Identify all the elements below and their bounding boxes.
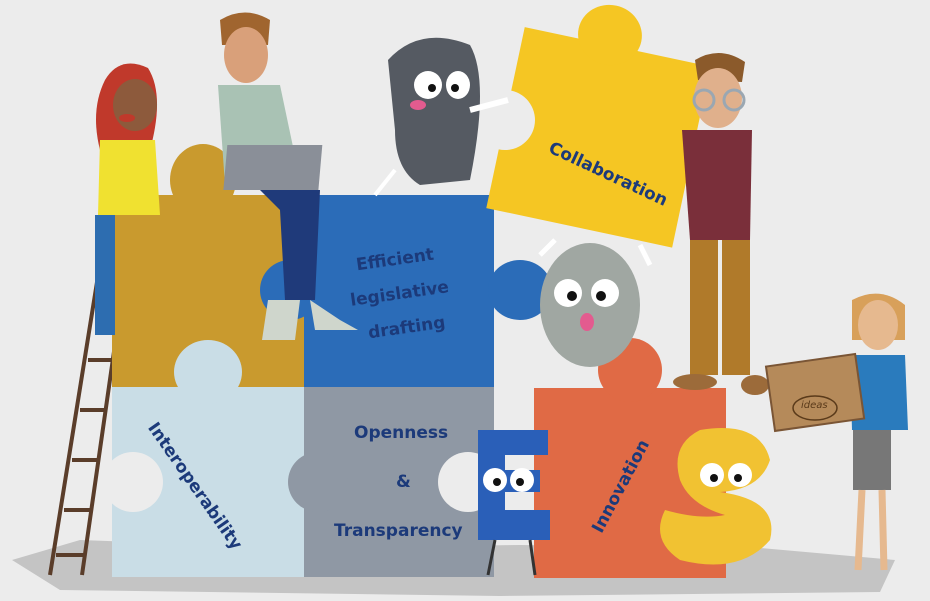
woman-with-box-character bbox=[764, 293, 908, 571]
blue-e-character bbox=[478, 430, 550, 576]
lightblue-puzzle-piece bbox=[103, 340, 304, 577]
woman-on-ladder-character bbox=[95, 63, 160, 335]
ideas-box-label: ideas bbox=[801, 400, 828, 411]
openness-ampersand: & bbox=[396, 472, 411, 492]
grey-puzzle-piece bbox=[288, 387, 498, 577]
yellow-puzzle-piece bbox=[474, 4, 711, 248]
openness-label-line2: Transparency bbox=[334, 521, 463, 541]
blue-puzzle-piece bbox=[304, 195, 552, 387]
openness-label-line1: Openness bbox=[354, 423, 449, 443]
grey-round-character bbox=[538, 238, 653, 367]
yellow-s-character bbox=[660, 428, 772, 565]
man-with-laptop-character bbox=[218, 12, 358, 340]
grey-letter-character bbox=[373, 37, 509, 197]
man-with-glasses-character bbox=[673, 52, 769, 395]
ideas-box bbox=[764, 352, 866, 433]
